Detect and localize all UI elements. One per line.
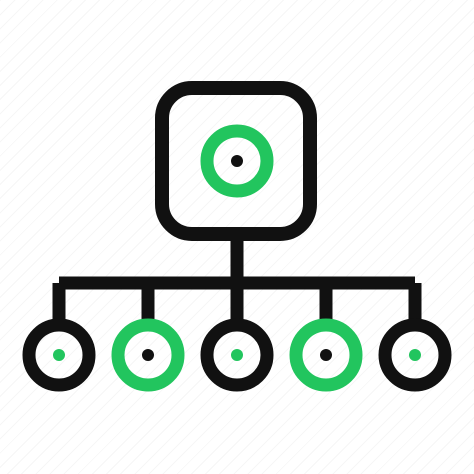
top-node-dot: [231, 155, 243, 167]
bottom-node-4: [289, 318, 363, 392]
bottom-node-3: [200, 318, 274, 392]
bottom-node-1: [22, 318, 96, 392]
bottom-node-5: [378, 318, 452, 392]
bottom-node-2: [111, 318, 185, 392]
top-node-ring: [200, 124, 274, 198]
